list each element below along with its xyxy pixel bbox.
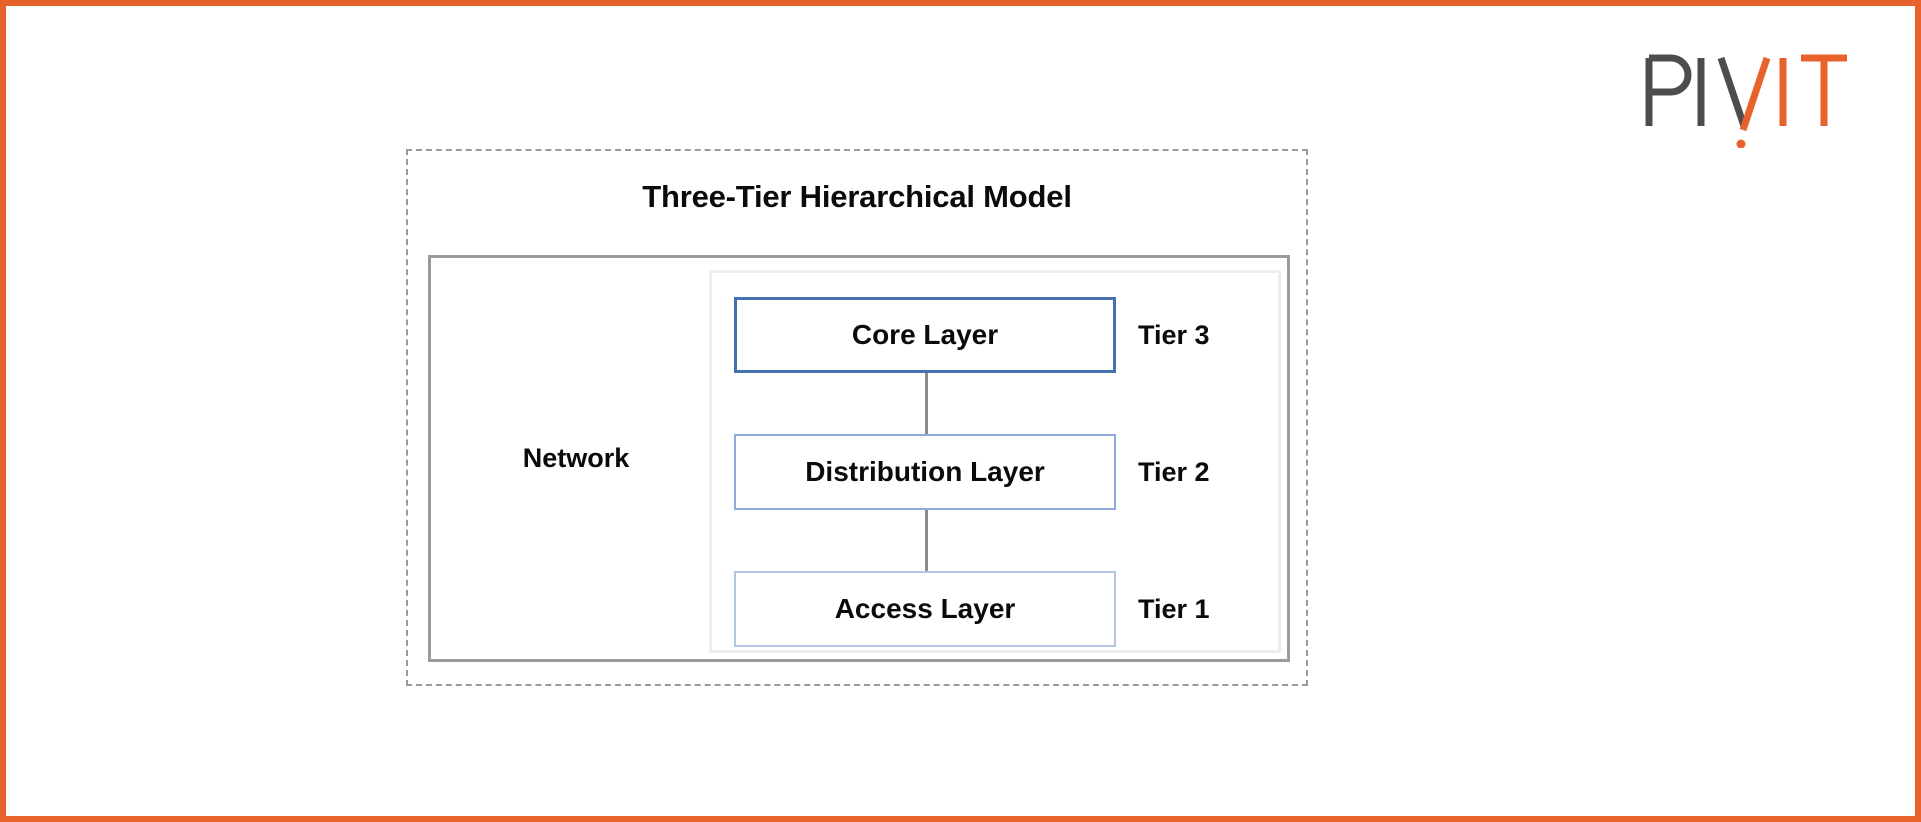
pivit-logo: [1643, 52, 1853, 148]
access-layer-box[interactable]: Access Layer: [734, 571, 1116, 647]
distribution-layer-box[interactable]: Distribution Layer: [734, 434, 1116, 510]
connector-core-to-distribution: [925, 373, 928, 434]
network-box: Network Core Layer Tier 3 Distribution L…: [428, 255, 1290, 662]
core-layer-box[interactable]: Core Layer: [734, 297, 1116, 373]
tier-row-access: Access Layer Tier 1: [712, 571, 1278, 647]
tier-label-3: Tier 3: [1138, 319, 1210, 350]
tier-label-1: Tier 1: [1138, 593, 1210, 624]
core-layer-label: Core Layer: [851, 319, 999, 350]
network-label: Network: [522, 443, 630, 473]
access-layer-label: Access Layer: [834, 593, 1016, 624]
tier-label-2: Tier 2: [1138, 456, 1210, 487]
tier-container: Core Layer Tier 3 Distribution Layer Tie…: [709, 270, 1281, 653]
tier-row-distribution: Distribution Layer Tier 2: [712, 434, 1278, 510]
page-title: Three-Tier Hierarchical Model: [642, 179, 1072, 214]
connector-distribution-to-access: [925, 510, 928, 571]
model-container: Three-Tier Hierarchical Model Network Co…: [406, 149, 1308, 686]
pivit-logo-svg: [1645, 54, 1847, 148]
distribution-layer-label: Distribution Layer: [805, 456, 1045, 487]
tier-row-core: Core Layer Tier 3: [712, 297, 1278, 373]
